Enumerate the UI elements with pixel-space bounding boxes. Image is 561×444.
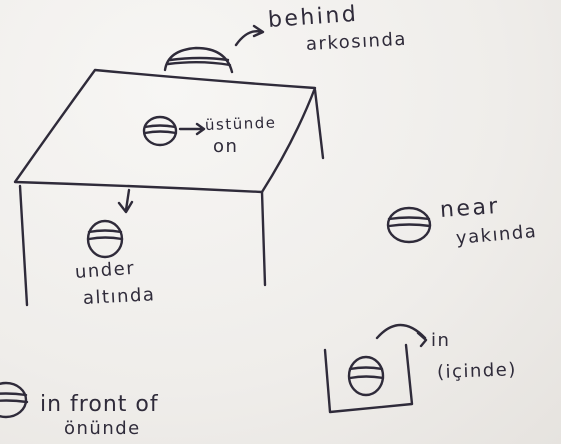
- ball-in-front: [0, 381, 29, 419]
- box-outline: [323, 343, 414, 414]
- arrow-behind: [234, 24, 265, 47]
- ball-on: [142, 115, 178, 147]
- label-in: in: [431, 330, 451, 351]
- label-on: on: [213, 136, 239, 157]
- label-icinde: (içinde): [436, 359, 518, 383]
- label-near: near: [439, 193, 501, 223]
- ball-behind: [163, 46, 234, 74]
- label-oninde: önünde: [64, 418, 141, 439]
- label-in-front-of: in front of: [40, 392, 159, 417]
- label-ustunde: üstünde: [204, 113, 277, 134]
- ball-in: [347, 355, 385, 397]
- label-under: under: [74, 257, 136, 283]
- arrow-under: [117, 188, 134, 214]
- ball-under: [86, 219, 124, 259]
- table-outline: [13, 68, 325, 307]
- label-altinda: altında: [82, 284, 156, 309]
- arrow-in: [375, 323, 428, 348]
- ball-near: [386, 206, 432, 244]
- arrow-on: [178, 122, 206, 136]
